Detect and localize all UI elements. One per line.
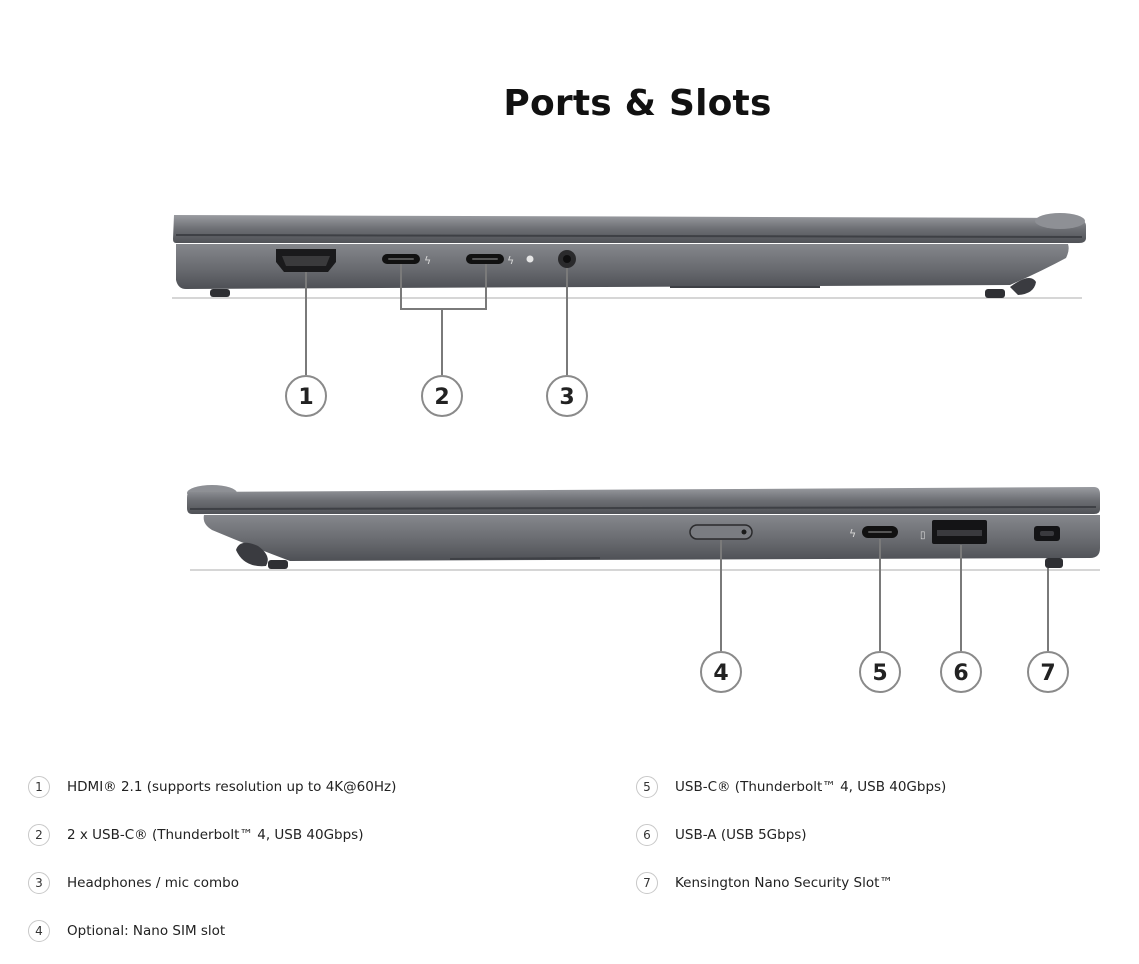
legend-column-right: 5 USB-C® (Thunderbolt™ 4, USB 40Gbps) 6 … (636, 772, 946, 916)
svg-text:7: 7 (1040, 661, 1055, 686)
callout-7: 7 (1027, 651, 1069, 693)
legend-label: USB-A (USB 5Gbps) (675, 827, 807, 843)
svg-text:3: 3 (559, 385, 574, 410)
svg-text:6: 6 (953, 661, 968, 686)
hdmi-port (276, 249, 336, 272)
legend-item: 4 Optional: Nano SIM slot (28, 916, 396, 946)
callout-6: 6 (940, 651, 982, 693)
legend-column-left: 1 HDMI® 2.1 (supports resolution up to 4… (28, 772, 396, 964)
legend-number: 2 (28, 824, 50, 846)
thunderbolt-icon: ϟ (507, 254, 514, 267)
usb-a-port (932, 520, 987, 544)
legend-item: 7 Kensington Nano Security Slot™ (636, 868, 946, 898)
ports-legend: 1 HDMI® 2.1 (supports resolution up to 4… (0, 772, 1139, 948)
legend-label: Kensington Nano Security Slot™ (675, 875, 893, 891)
svg-text:2: 2 (434, 385, 449, 410)
legend-label: USB-C® (Thunderbolt™ 4, USB 40Gbps) (675, 779, 947, 795)
callout-5: 5 (859, 651, 901, 693)
legend-item: 2 2 x USB-C® (Thunderbolt™ 4, USB 40Gbps… (28, 820, 396, 850)
callout-3: 3 (546, 375, 588, 417)
power-share-icon: ▯ (920, 530, 926, 541)
legend-label: HDMI® 2.1 (supports resolution up to 4K@… (67, 779, 397, 795)
left-side-view: ϟ ϟ 1 2 3 (172, 213, 1086, 417)
right-side-view: ϟ ▯ 4 5 (187, 485, 1100, 693)
legend-number: 4 (28, 920, 50, 942)
usb-c-port-1 (382, 254, 420, 264)
legend-label: 2 x USB-C® (Thunderbolt™ 4, USB 40Gbps) (67, 827, 364, 843)
thunderbolt-icon: ϟ (424, 254, 431, 267)
svg-text:4: 4 (713, 661, 728, 686)
thunderbolt-icon: ϟ (849, 527, 856, 540)
legend-label: Optional: Nano SIM slot (67, 923, 226, 939)
legend-number: 5 (636, 776, 658, 798)
page-title: Ports & Slots (503, 83, 772, 124)
legend-number: 7 (636, 872, 658, 894)
legend-label: Headphones / mic combo (67, 875, 239, 891)
callout-1: 1 (285, 375, 327, 417)
laptop-side-views-diagram: ϟ ϟ 1 2 3 (172, 213, 1100, 693)
usb-c-port-3 (862, 526, 898, 538)
audio-jack (558, 250, 576, 268)
legend-number: 1 (28, 776, 50, 798)
legend-item: 1 HDMI® 2.1 (supports resolution up to 4… (28, 772, 396, 802)
svg-text:5: 5 (872, 661, 887, 686)
callout-4: 4 (700, 651, 742, 693)
sim-tray (689, 524, 753, 540)
legend-number: 3 (28, 872, 50, 894)
legend-item: 6 USB-A (USB 5Gbps) (636, 820, 946, 850)
usb-c-port-2 (466, 254, 504, 264)
svg-text:1: 1 (298, 385, 313, 410)
kensington-slot (1034, 526, 1060, 541)
legend-item: 5 USB-C® (Thunderbolt™ 4, USB 40Gbps) (636, 772, 946, 802)
callout-2: 2 (421, 375, 463, 417)
status-led (526, 255, 534, 263)
legend-number: 6 (636, 824, 658, 846)
legend-item: 3 Headphones / mic combo (28, 868, 396, 898)
